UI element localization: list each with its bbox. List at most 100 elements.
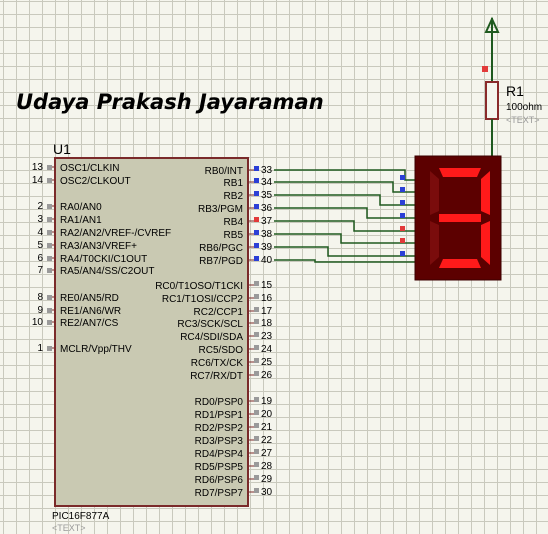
pin-state-indicator: [254, 191, 259, 196]
segment-e: [430, 221, 439, 265]
pin-label: RB7/PGD: [199, 256, 243, 267]
display-segments: [430, 168, 490, 268]
pin-label: RB0/INT: [205, 166, 243, 177]
pin-number: 19: [261, 396, 273, 407]
pin-number: 20: [261, 409, 273, 420]
pin-number: 14: [32, 175, 44, 186]
pin-number: 38: [261, 229, 273, 240]
pin-number: 18: [261, 318, 273, 329]
pin-number: 3: [37, 214, 43, 225]
pin-state-indicator: [47, 268, 52, 273]
pin-label: RE0/AN5/RD: [60, 293, 119, 304]
segment-c: [481, 221, 490, 265]
mcu-pin[interactable]: 15 RC0/T1OSO/T1CKI: [155, 280, 272, 292]
pin-label: RB4: [224, 217, 244, 228]
wire[interactable]: [274, 207, 415, 219]
pin-label: RA2/AN2/VREF-/CVREF: [60, 228, 171, 239]
pin-number: 15: [261, 280, 273, 291]
pin-label: RC0/T1OSO/T1CKI: [155, 281, 243, 292]
pin-number: 16: [261, 293, 273, 304]
mcu-pin[interactable]: 22 RD3/PSP3: [195, 435, 273, 447]
pin-number: 37: [261, 216, 273, 227]
pin-number: 22: [261, 435, 273, 446]
pin-state-indicator: [400, 238, 405, 243]
pin-state-indicator: [254, 371, 259, 376]
mcu-pin[interactable]: 3 RA1/AN1: [37, 214, 102, 226]
wire[interactable]: [274, 233, 415, 244]
pin-number: 7: [37, 265, 43, 276]
wire[interactable]: [274, 246, 415, 257]
seven-segment-display[interactable]: [400, 155, 502, 281]
pin-state-indicator: [254, 166, 259, 171]
pin-state-indicator: [400, 226, 405, 231]
resistor-ref: R1: [506, 83, 524, 99]
wire[interactable]: [274, 169, 415, 181]
mcu-part-number: PIC16F877A: [52, 511, 110, 522]
pin-label: RA1/AN1: [60, 215, 102, 226]
pin-label: RC5/SDO: [199, 345, 244, 356]
resistor-r1[interactable]: R1 100ohm <TEXT>: [482, 66, 542, 156]
pin-number: 23: [261, 331, 273, 342]
pin-number: 2: [37, 201, 43, 212]
pin-state-indicator: [400, 213, 405, 218]
pin-state-indicator: [400, 175, 405, 180]
wire[interactable]: [274, 194, 415, 206]
wire[interactable]: [274, 259, 415, 263]
pin-label: RD0/PSP0: [195, 397, 244, 408]
pin-label: RD3/PSP3: [195, 436, 244, 447]
pin-state-indicator: [47, 204, 52, 209]
pin-number: 25: [261, 357, 273, 368]
mcu-pin[interactable]: 19 RD0/PSP0: [195, 396, 273, 408]
mcu-pin[interactable]: 37 RB4: [224, 216, 273, 228]
pin-number: 9: [37, 305, 43, 316]
wire[interactable]: [274, 220, 415, 232]
pin-state-indicator: [254, 436, 259, 441]
wire[interactable]: [274, 181, 415, 193]
pin-label: RA3/AN3/VREF+: [60, 241, 137, 252]
pin-state-indicator: [254, 217, 259, 222]
pin-state-indicator: [254, 397, 259, 402]
pin-number: 28: [261, 461, 273, 472]
pin-state-indicator: [47, 320, 52, 325]
pin-number: 30: [261, 487, 273, 498]
segment-g: [439, 214, 481, 222]
pin-state-indicator: [254, 410, 259, 415]
pin-label: RB6/PGC: [199, 243, 243, 254]
pin-label: RE2/AN7/CS: [60, 318, 119, 329]
pin-state-indicator: [254, 319, 259, 324]
segment-a: [439, 168, 481, 177]
